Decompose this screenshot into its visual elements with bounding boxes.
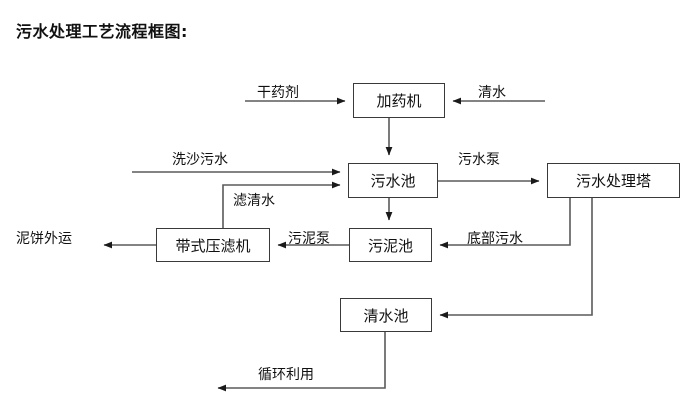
node-label: 污水池 (370, 172, 416, 190)
node-belt-filter-press[interactable]: 带式压滤机 (156, 228, 270, 262)
node-treatment-tower[interactable]: 污水处理塔 (547, 163, 680, 198)
node-label: 带式压滤机 (175, 236, 251, 255)
edge-recycle-use (217, 332, 386, 392)
node-label: 污泥池 (367, 236, 413, 255)
edge-label-sludge-pump: 污泥泵 (288, 231, 330, 247)
node-dosing-machine[interactable]: 加药机 (353, 83, 445, 118)
terminal-label-mud-cake-export: 泥饼外运 (16, 231, 72, 247)
node-sewage-pool[interactable]: 污水池 (348, 163, 438, 198)
node-sludge-pool[interactable]: 污泥池 (349, 228, 432, 262)
node-clean-water-pool[interactable]: 清水池 (340, 298, 432, 332)
edge-label-sewage-pump: 污水泵 (458, 152, 500, 168)
edge-label-clean-water-in: 清水 (478, 85, 506, 101)
edge-label-filtrate-water: 滤清水 (233, 193, 275, 209)
edge-label-dry-agent: 干药剂 (257, 85, 299, 101)
edge-bottom-sewage (439, 198, 571, 249)
node-label: 清水池 (363, 306, 409, 325)
edge-tower-to-clean-pool (439, 198, 593, 319)
node-label: 加药机 (376, 92, 422, 110)
page-title: 污水处理工艺流程框图: (16, 22, 188, 41)
edge-filtrate-water (222, 181, 341, 228)
edge-label-sand-wash-sewage: 洗沙污水 (172, 152, 228, 168)
node-label: 污水处理塔 (575, 172, 651, 190)
edge-label-recycle-use: 循环利用 (258, 367, 314, 383)
edge-label-bottom-sewage: 底部污水 (467, 231, 523, 247)
